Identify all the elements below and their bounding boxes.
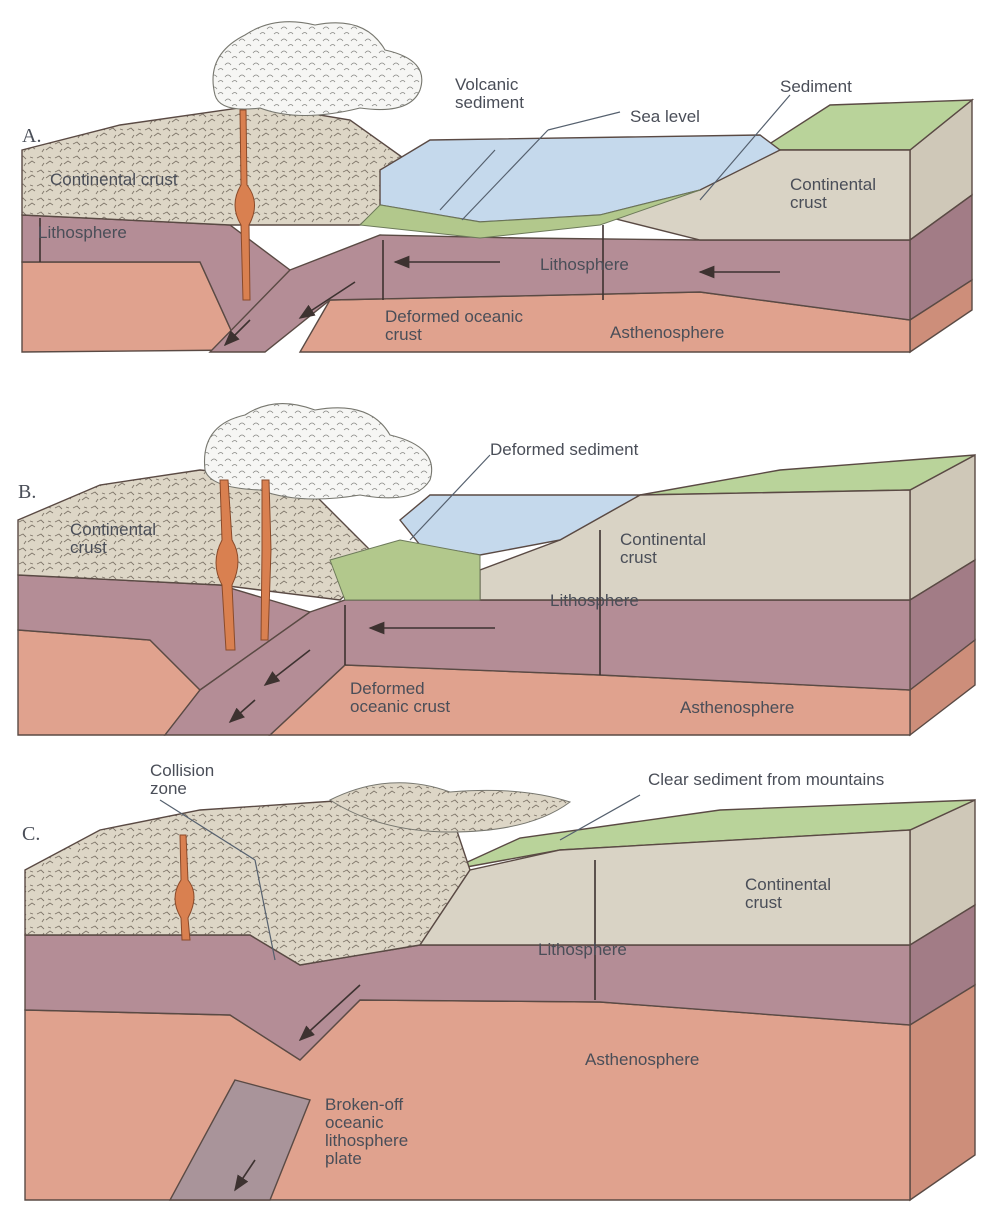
panel-c-label-asthenosphere: Asthenosphere: [585, 1050, 699, 1069]
panel-b-volcanic-plume: [205, 404, 432, 499]
panel-c-crust-right: [420, 830, 910, 945]
panel-a-crust-left: [22, 105, 420, 225]
panel-a-letter: A.: [22, 125, 41, 147]
panel-c-asthenosphere: [25, 1000, 910, 1200]
panel-a-label-lithosphere-center: Lithosphere: [540, 255, 629, 274]
panel-a-label-lithosphere-left: Lithosphere: [38, 223, 127, 242]
panel-b-label-lithosphere: Lithosphere: [550, 591, 639, 610]
panel-b-label-deformed-sediment: Deformed sediment: [490, 440, 639, 459]
panel-a-volcanic-plume: [213, 22, 422, 116]
panel-a-label-sediment: Sediment: [780, 77, 852, 96]
panel-a-label-continental-crust-left: Continental crust: [50, 170, 178, 189]
panel-b-letter: B.: [18, 481, 36, 503]
panel-c-letter: C.: [22, 823, 40, 845]
panel-a-label-sea-level: Sea level: [630, 107, 700, 126]
panel-c-label-clear-sediment: Clear sediment from mountains: [648, 770, 884, 789]
panel-a-label-asthenosphere: Asthenosphere: [610, 323, 724, 342]
panel-c-label-lithosphere: Lithosphere: [538, 940, 627, 959]
panel-b-label-asthenosphere: Asthenosphere: [680, 698, 794, 717]
